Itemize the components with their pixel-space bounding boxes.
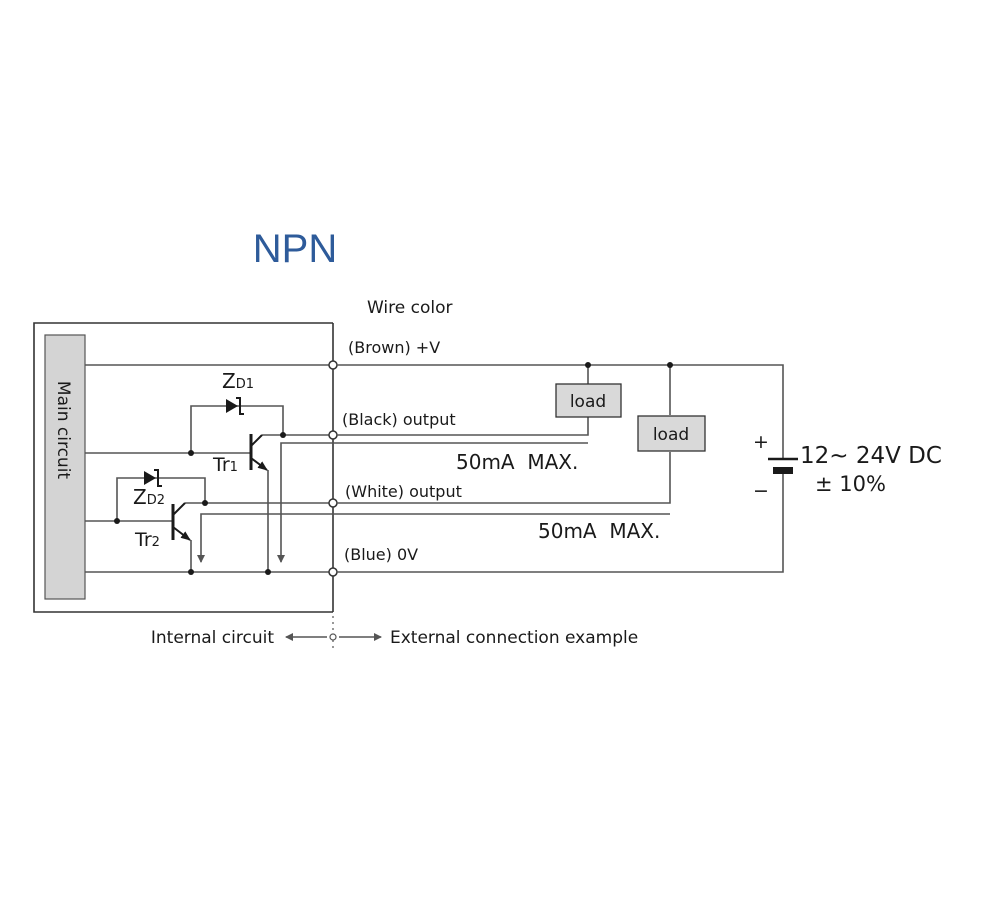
zd1-label: ZD1: [222, 369, 254, 393]
load-1-label: load: [570, 392, 606, 412]
zener-diode-zd1: [226, 397, 244, 415]
brown-wire-label: (Brown) +V: [348, 338, 440, 357]
zd2-wiring: [116, 477, 206, 521]
zd1-wiring: [190, 405, 284, 453]
black-terminal: [328, 430, 338, 440]
white-wire-external: [337, 452, 671, 504]
white-wire-label: (White) output: [345, 482, 462, 501]
main-circuit-block: [44, 334, 86, 600]
internal-circuit-label: Internal circuit: [151, 628, 274, 648]
blue-terminal: [328, 567, 338, 577]
supply-plus-sign: +: [753, 431, 769, 453]
supply-voltage-label: 12~ 24V DC: [800, 443, 942, 469]
diagram-title: NPN: [253, 227, 337, 271]
brown-terminal: [328, 360, 338, 370]
white-terminal: [328, 498, 338, 508]
transistor-tr1: [249, 434, 268, 471]
zener-diode-zd2: [144, 469, 162, 487]
main-circuit-label: Main circuit: [53, 381, 73, 480]
transistor-tr2: [171, 502, 191, 541]
dc-supply-battery: [768, 457, 798, 474]
external-connection-label: External connection example: [390, 628, 638, 648]
brown-wire-external: [337, 364, 784, 459]
boundary-dot: [329, 633, 337, 641]
current-limit-white: 50mA MAX.: [538, 519, 660, 543]
blue-wire-label: (Blue) 0V: [344, 545, 418, 564]
load-2-label: load: [653, 425, 689, 445]
load-2: [637, 415, 706, 452]
wire-color-heading: Wire color: [367, 298, 453, 318]
black-wire-external: [337, 417, 589, 436]
blue-wire-external: [337, 474, 784, 573]
supply-tolerance-label: ± 10%: [815, 472, 886, 496]
black-wire-label: (Black) output: [342, 410, 456, 429]
current-limit-black: 50mA MAX.: [456, 450, 578, 474]
zd2-label: ZD2: [133, 485, 165, 509]
tr2-label: Tr2: [134, 529, 160, 551]
external-junction-dots: [585, 362, 673, 368]
terminals: [328, 360, 338, 577]
load-1: [555, 383, 622, 418]
supply-minus-sign: −: [753, 480, 769, 502]
sensor-housing: [33, 322, 333, 613]
tr1-label: Tr1: [212, 454, 238, 476]
current-path-black: [277, 442, 588, 563]
current-path-white: [197, 513, 670, 563]
internal-junction-dots: [114, 432, 286, 575]
